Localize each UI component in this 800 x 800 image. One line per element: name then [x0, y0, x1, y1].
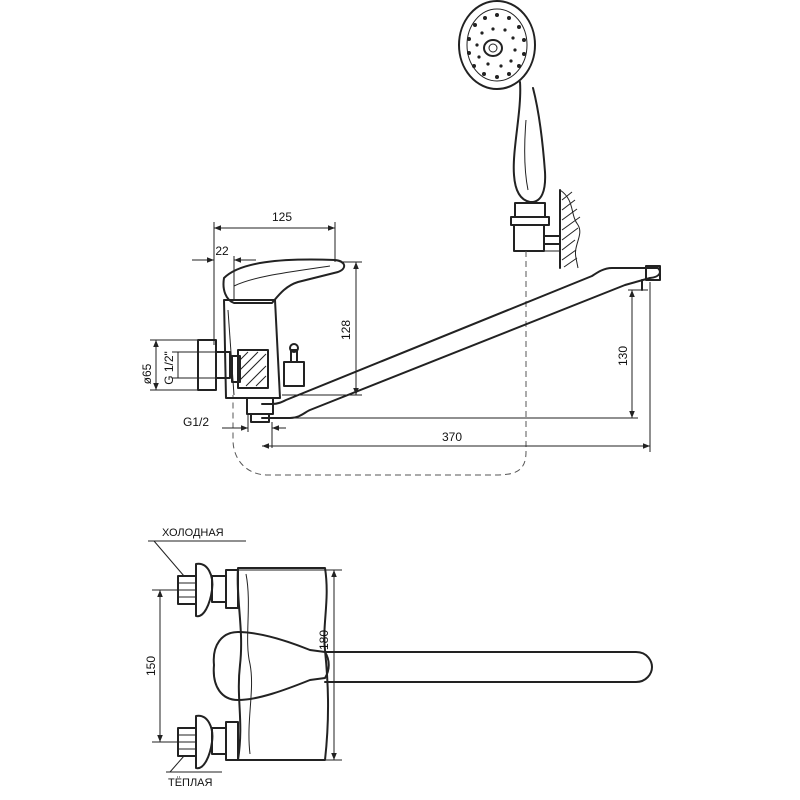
dim-g12-bottom-label: G1/2	[183, 415, 209, 429]
warm-label: ТЁПЛАЯ	[168, 777, 213, 789]
lever-top-icon	[212, 631, 330, 701]
shower-holder-icon	[510, 189, 581, 269]
cold-label: ХОЛОДНАЯ	[162, 527, 224, 539]
cold-label-group: ХОЛОДНАЯ	[148, 527, 246, 577]
dim-g12: G 1/2"	[162, 351, 216, 385]
dim-22-label: 22	[215, 244, 229, 258]
dim-g12-bottom: G1/2	[183, 414, 286, 448]
dim-22: 22	[192, 244, 256, 300]
dim-370: 370	[262, 282, 651, 452]
dim-g12-label: G 1/2"	[162, 351, 176, 385]
dim-65: ø65	[140, 339, 198, 391]
shower-hose	[232, 251, 527, 476]
dim-150: 150	[144, 589, 196, 743]
dim-150-label: 150	[144, 656, 158, 676]
mixer-body-icon	[197, 258, 346, 423]
dim-125-label: 125	[272, 210, 292, 224]
warm-label-group: ТЁПЛАЯ	[166, 755, 222, 789]
dim-180: 180	[238, 569, 342, 761]
dim-128-label: 128	[339, 320, 353, 340]
dim-130: 130	[292, 289, 648, 419]
spout-icon	[261, 265, 661, 419]
dim-65-label: ø65	[140, 363, 154, 384]
dim-180-label: 180	[317, 630, 331, 650]
shower-head-icon	[458, 0, 547, 204]
side-view: 125 22 128 ø65 G 1/2"	[140, 0, 661, 476]
dim-130-label: 130	[616, 346, 630, 366]
dim-370-label: 370	[442, 430, 462, 444]
spout-top-icon	[324, 651, 653, 683]
dim-128: 128	[282, 261, 362, 396]
body-top-icon	[236, 567, 330, 761]
dim-125: 125	[213, 210, 336, 345]
top-view: 180 150 ХОЛОДНАЯ ТЁПЛАЯ	[144, 527, 653, 789]
